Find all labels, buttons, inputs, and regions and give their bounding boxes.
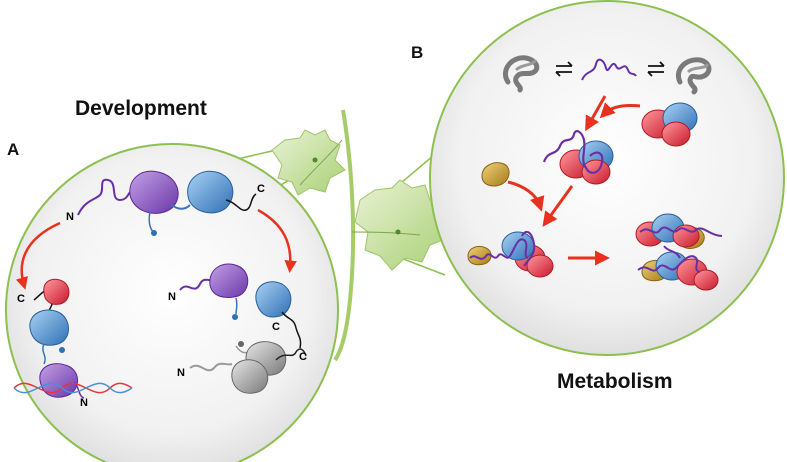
- red-arrow-icon: [257, 208, 297, 273]
- ternary-complex-icon: [467, 230, 554, 278]
- n-terminus-label: N: [66, 211, 74, 223]
- partner-complex-icon: [641, 102, 698, 147]
- dna-helix-icon: [13, 382, 133, 394]
- red-arrow-icon: [585, 95, 607, 132]
- inactive-grey-protein-icon: [189, 341, 307, 394]
- panel-b-letter: B: [411, 43, 423, 62]
- panel-b-title: Metabolism: [557, 370, 673, 393]
- red-arrow-icon: [599, 102, 641, 119]
- red-arrow-icon: [542, 185, 574, 227]
- red-arrow-icon: [507, 180, 545, 212]
- c-terminus-label: C: [17, 293, 25, 305]
- equilibrium-arrows-icon: [647, 61, 665, 77]
- disordered-chain-icon: [581, 58, 637, 81]
- panel-a-letter: A: [7, 140, 19, 159]
- folded-state-grey-icon: [502, 55, 540, 93]
- n-terminus-label: N: [168, 291, 176, 303]
- panel-a-title: Development: [75, 97, 207, 120]
- full-length-protein-icon: [77, 170, 257, 236]
- n-terminus-label: N: [80, 397, 88, 409]
- leaf-icon: [271, 129, 346, 196]
- red-arrow-icon: [15, 221, 61, 290]
- higher-order-complex-icon: [635, 213, 723, 291]
- bound-complex-icon: [542, 130, 614, 185]
- gold-ligand-icon: [481, 162, 510, 187]
- plant-stem-icon: [333, 109, 356, 362]
- n-terminus-label: N: [177, 367, 185, 379]
- equilibrium-arrows-icon: [555, 61, 573, 77]
- dissociated-domains-icon: [179, 263, 302, 349]
- dna-bound-complex-icon: [29, 278, 85, 399]
- c-terminus-label: C: [272, 321, 280, 333]
- c-terminus-label: C: [299, 351, 307, 363]
- c-terminus-label: C: [257, 183, 265, 195]
- folded-state-grey-icon: [676, 57, 712, 95]
